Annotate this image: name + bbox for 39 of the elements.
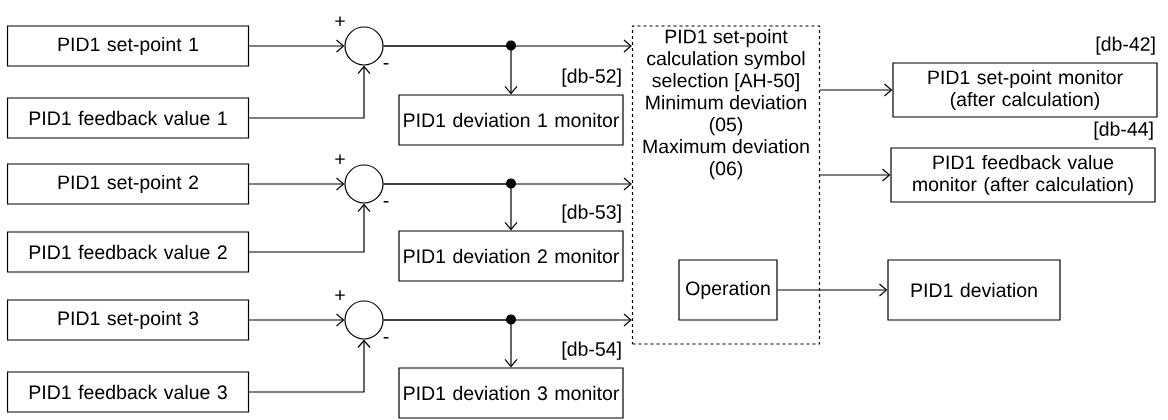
arrow [248,339,371,393]
arrow [248,313,345,327]
process-box: Operation [678,259,778,321]
summing-junction [344,300,384,340]
process-box: PID1 feedback value 1 [6,97,250,139]
sign-label: + [335,290,345,300]
reference-code: [db-42] [1096,36,1155,55]
arrow [248,203,371,253]
reference-code: [db-54] [562,341,621,360]
arrow [248,39,345,53]
reference-code: [db-52] [562,68,621,87]
arrow [819,168,891,182]
summing-junction [344,26,384,66]
arrow [383,319,518,368]
process-box: PID1 feedback value monitor (after calculation) [890,147,1156,203]
arrow [777,283,888,297]
process-box: PID1 set-point 1 [6,25,250,67]
reference-code: [db-44] [1094,121,1153,140]
sign-label: - [383,337,389,339]
sign-label: + [335,16,345,26]
sign-label: - [383,201,389,203]
arrow [819,83,893,97]
process-box: PID1 set-point monitor (after calculation) [892,62,1158,118]
arrow [248,65,371,119]
process-box: PID1 deviation 2 monitor [398,230,624,282]
sign-label: + [335,154,345,164]
arrow [248,177,345,191]
arrow [383,45,518,95]
process-box: PID1 set-point 2 [6,163,250,205]
process-box: PID1 feedback value 2 [6,231,250,273]
process-box: PID1 deviation 1 monitor [398,94,624,146]
process-box: PID1 deviation [887,259,1061,321]
arrow [383,183,518,231]
sign-label: - [383,63,389,65]
process-box: PID1 feedback value 3 [6,371,250,413]
reference-code: [db-53] [562,204,621,223]
process-box: PID1 deviation 3 monitor [398,367,624,419]
process-box: PID1 set-point 3 [6,299,250,341]
summing-junction [344,164,384,204]
